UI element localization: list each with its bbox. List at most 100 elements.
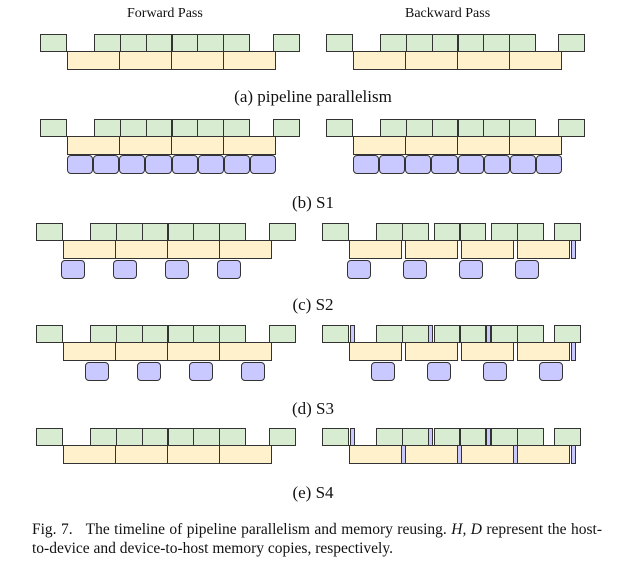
backward-r3-box — [517, 325, 544, 343]
forward-compute-1 — [63, 445, 116, 464]
backward-r4-box — [554, 223, 581, 241]
backward-compute-1 — [353, 51, 406, 70]
forward-r2-box — [167, 428, 195, 446]
backward-copy-d4-2 — [535, 155, 562, 174]
forward-compute-4 — [219, 240, 272, 259]
forward-copy-h2 — [113, 260, 137, 279]
forward-copy-h2 — [137, 362, 161, 381]
backward-copy-d1-2 — [379, 155, 406, 174]
backward-r4-box — [554, 325, 581, 343]
forward-compute-2 — [115, 445, 168, 464]
backward-compute-2 — [405, 51, 458, 70]
backward-r1-box — [401, 428, 429, 446]
forward-s2-box — [94, 34, 121, 52]
forward-copy-h4 — [241, 362, 265, 381]
backward-copy-d3-2 — [483, 155, 510, 174]
forward-r2-box — [171, 119, 199, 137]
backward-compute-4 — [517, 240, 570, 259]
backward-copy-d3-1 — [457, 155, 484, 174]
backward-compute-1 — [349, 240, 402, 259]
backward-compute-4 — [509, 136, 562, 155]
forward-s4-box — [197, 34, 225, 52]
backward-r2-box — [459, 223, 487, 241]
backward-compute-4 — [517, 445, 570, 464]
backward-transfer-bar-bottom — [571, 445, 576, 464]
panel-d-subtitle: (d) S3 — [291, 399, 335, 418]
backward-s1-box — [322, 428, 349, 446]
backward-compute-2 — [405, 240, 458, 259]
backward-compute-3 — [461, 240, 514, 259]
forward-r3-box — [219, 428, 246, 446]
forward-compute-3 — [171, 51, 224, 70]
backward-s3-box — [431, 119, 459, 137]
forward-s1-box — [36, 223, 63, 241]
forward-compute-1 — [63, 342, 116, 361]
backward-s1-box — [322, 223, 349, 241]
panel-b-subtitle: (b) S1 — [291, 193, 335, 212]
forward-s1-box — [36, 325, 63, 343]
forward-r4-box — [269, 428, 296, 446]
forward-s3-box — [145, 119, 173, 137]
forward-compute-4 — [219, 445, 272, 464]
forward-s4-box — [193, 428, 221, 446]
forward-copy-h3 — [189, 362, 213, 381]
forward-r2-box — [171, 34, 199, 52]
forward-r1-box — [119, 119, 147, 137]
forward-s4-box — [197, 119, 225, 137]
backward-transfer-bar-top — [350, 325, 355, 343]
backward-s2-box — [376, 325, 403, 343]
backward-r1-box — [401, 223, 429, 241]
backward-transfer-bar-bottom — [457, 445, 462, 464]
forward-r2-box — [167, 325, 195, 343]
forward-s1-box — [40, 34, 67, 52]
forward-compute-3 — [171, 136, 224, 155]
backward-compute-3 — [457, 51, 510, 70]
backward-copy-d3 — [483, 362, 507, 381]
forward-r3-box — [219, 325, 246, 343]
backward-s3-box — [431, 34, 459, 52]
forward-compute-2 — [119, 136, 172, 155]
backward-transfer-bar-top — [428, 428, 433, 446]
backward-r4-box — [554, 428, 581, 446]
forward-s4-box — [193, 223, 221, 241]
backward-transfer-bar-top — [428, 325, 433, 343]
backward-compute-3 — [461, 445, 514, 464]
forward-r1-box — [115, 325, 143, 343]
backward-r1-box — [405, 34, 433, 52]
forward-r4-box — [273, 34, 300, 52]
backward-compute-4 — [517, 342, 570, 361]
backward-pass-header: Backward Pass — [405, 6, 491, 21]
backward-copy-d2 — [403, 260, 427, 279]
backward-copy-d2-2 — [431, 155, 458, 174]
forward-pass-header: Forward Pass — [127, 6, 203, 21]
backward-compute-2 — [405, 342, 458, 361]
backward-copy-d1-1 — [353, 155, 380, 174]
backward-r2-box — [459, 325, 487, 343]
backward-compute-1 — [349, 445, 402, 464]
forward-s4-box — [193, 325, 221, 343]
forward-r1-box — [115, 428, 143, 446]
backward-s1-box — [326, 119, 353, 137]
forward-copy-h2-2 — [145, 155, 172, 174]
forward-copy-h2-1 — [119, 155, 146, 174]
forward-compute-3 — [167, 342, 220, 361]
forward-compute-1 — [67, 136, 120, 155]
forward-copy-h3-1 — [171, 155, 198, 174]
forward-r1-box — [115, 223, 143, 241]
backward-r3-box — [509, 119, 536, 137]
backward-r3-box — [509, 34, 536, 52]
backward-copy-d2-1 — [405, 155, 432, 174]
forward-r4-box — [269, 223, 296, 241]
backward-transfer-bar-bottom — [571, 342, 576, 361]
forward-s2-box — [90, 223, 117, 241]
backward-s3-box — [433, 325, 461, 343]
forward-s2-box — [90, 428, 117, 446]
panel-c-subtitle: (c) S2 — [292, 295, 334, 314]
backward-r2-box — [459, 428, 487, 446]
forward-compute-4 — [223, 51, 276, 70]
backward-transfer-bar-bottom — [571, 240, 576, 259]
backward-s1-box — [326, 34, 353, 52]
forward-s3-box — [145, 34, 173, 52]
caption-label: Fig. 7. — [32, 521, 73, 538]
forward-copy-h4-1 — [223, 155, 250, 174]
